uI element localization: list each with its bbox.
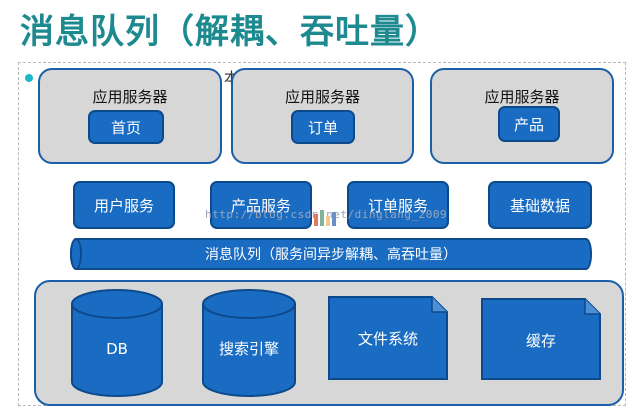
- bullet-icon: [25, 74, 33, 82]
- cache-label: 缓存: [525, 332, 556, 350]
- cylinder-icon: [71, 289, 163, 397]
- home-module: 首页: [88, 110, 164, 144]
- cache-shape: 缓存: [481, 298, 601, 380]
- app-server-label: 应用服务器: [92, 88, 168, 106]
- db-label: DB: [106, 340, 128, 358]
- app-server-3: 应用服务器 产品: [430, 68, 614, 164]
- search-engine-cylinder: 搜索引擎: [201, 288, 297, 398]
- document-icon: [328, 296, 448, 380]
- message-queue: 消息队列（服务间异步解耦、高吞吐量）: [70, 238, 592, 270]
- app-server-label: 应用服务器: [484, 88, 560, 106]
- slide-title: 消息队列（解耦、吞吐量）: [20, 12, 440, 52]
- watermark-text: http://blog.csdn.net/dinglang_2009: [205, 208, 448, 221]
- watermark-logo-icon: [314, 210, 336, 226]
- order-module: 订单: [291, 110, 355, 144]
- file-system-shape: 文件系统: [328, 296, 448, 380]
- product-service: 产品服务: [210, 181, 312, 229]
- search-engine-label: 搜索引擎: [218, 340, 279, 358]
- user-service: 用户服务: [73, 181, 175, 229]
- app-server-1: 应用服务器 首页: [38, 68, 222, 164]
- order-service: 订单服务: [347, 181, 449, 229]
- app-server-2: 应用服务器 订单: [231, 68, 414, 164]
- db-cylinder: DB: [70, 288, 164, 398]
- message-queue-cap: [70, 238, 82, 270]
- cylinder-icon: [202, 289, 296, 397]
- app-server-label: 应用服务器: [284, 88, 360, 106]
- file-system-label: 文件系统: [357, 330, 418, 348]
- product-module: 产品: [498, 106, 560, 142]
- document-icon: [481, 298, 601, 380]
- base-data-service: 基础数据: [488, 181, 592, 229]
